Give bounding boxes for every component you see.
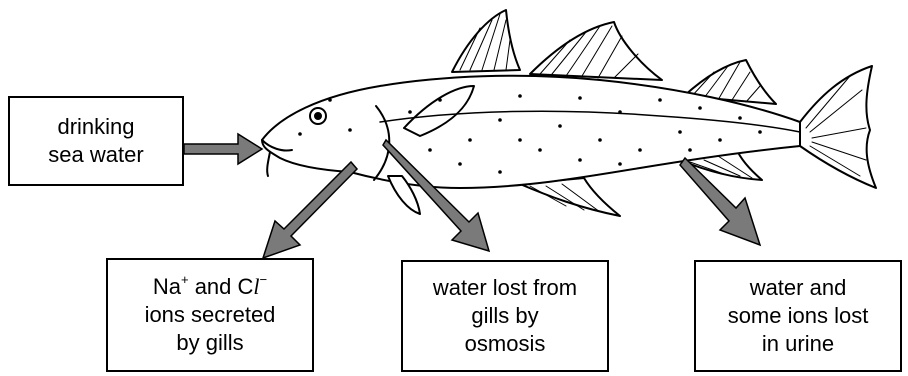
water-lost-osmosis-box: water lost from gills by osmosis [401,260,609,372]
drinking-line-1: drinking [57,113,134,141]
second-dorsal-fin [530,22,662,80]
drinking-line-2: sea water [48,141,143,169]
ions-line-3: by gills [176,329,243,357]
osmosis-line-1: water lost from [433,274,577,302]
arrow-drinking-to-mouth [184,134,262,164]
caudal-fin [800,66,876,188]
water-ions-urine-box: water and some ions lost in urine [694,260,902,372]
cod-fish-illustration [262,10,876,216]
osmosis-line-3: osmosis [465,330,546,358]
ions-secreted-box: Na+ and Cl− ions secreted by gills [106,258,314,372]
osmosis-line-2: gills by [471,302,538,330]
urine-line-2: some ions lost [728,302,869,330]
urine-line-1: water and [750,274,847,302]
urine-line-3: in urine [762,330,834,358]
ions-line-1: Na+ and Cl− [153,273,267,301]
ions-line-2: ions secreted [145,301,276,329]
arrow-to-ions-box [263,162,357,258]
drinking-sea-water-box: drinking sea water [8,96,184,186]
